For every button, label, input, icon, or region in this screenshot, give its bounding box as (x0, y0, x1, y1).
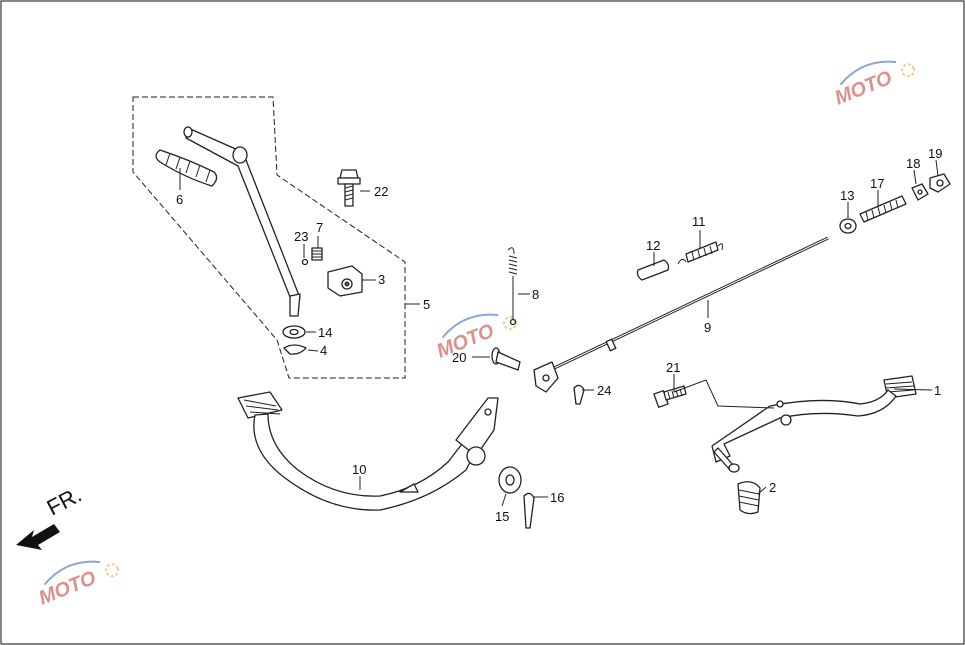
wing-nut (929, 173, 951, 193)
front-direction-indicator: FR. (16, 482, 86, 550)
callout-21: 21 (666, 360, 680, 375)
callout-8: 8 (532, 287, 539, 302)
rod-pin (636, 259, 670, 281)
callout-9: 9 (704, 320, 711, 335)
callout-1: 1 (934, 383, 941, 398)
joint-pin (491, 347, 521, 371)
adjusting-nut (839, 218, 857, 234)
front-direction-label: FR. (43, 482, 86, 521)
watermark-text: MOTO (36, 567, 100, 610)
flange-bolt (337, 169, 361, 207)
watermark-top-right: MOTO (832, 60, 916, 110)
stop-switch-spring (507, 247, 518, 326)
return-spring (677, 241, 723, 265)
rubber-grip (155, 149, 218, 187)
brake-arm-joint (911, 183, 929, 201)
callout-15: 15 (495, 509, 509, 524)
callout-22: 22 (374, 184, 388, 199)
callout-10: 10 (352, 462, 366, 477)
rod-spring (859, 195, 907, 223)
callout-23: 23 (294, 229, 308, 244)
circlip (283, 344, 307, 355)
callout-labels: 1 2 3 4 5 6 7 8 9 10 11 12 13 14 15 16 1… (176, 146, 942, 524)
leader-lines (179, 159, 939, 507)
callout-6: 6 (176, 192, 183, 207)
lever-clamp (327, 265, 363, 297)
watermark-text: MOTO (832, 67, 896, 110)
callout-7: 7 (316, 220, 323, 235)
small-spring (311, 247, 323, 261)
callout-3: 3 (378, 272, 385, 287)
callout-4: 4 (320, 343, 327, 358)
plain-washer-hole (505, 474, 515, 486)
watermark-bottom-left: MOTO (36, 560, 120, 610)
callout-16: 16 (550, 490, 564, 505)
callout-17: 17 (870, 176, 884, 191)
callout-20: 20 (452, 350, 466, 365)
gearshift-pedal (711, 375, 917, 473)
brake-rod (533, 236, 829, 393)
callout-5: 5 (423, 297, 430, 312)
callout-11: 11 (692, 214, 706, 229)
small-ball (301, 258, 309, 266)
cotter-pin (523, 492, 535, 529)
callout-24: 24 (597, 383, 611, 398)
callout-14: 14 (318, 325, 332, 340)
callout-19: 19 (928, 146, 942, 161)
watermark-center: MOTO (434, 313, 518, 363)
kick-lever-group-boundary (132, 96, 406, 379)
callout-18: 18 (906, 156, 920, 171)
callout-2: 2 (769, 480, 776, 495)
kick-starter-lever (183, 126, 301, 317)
callout-13: 13 (840, 188, 854, 203)
brake-pedal (237, 391, 499, 511)
cotter-pin-small (573, 384, 585, 405)
gearshift-rubber (737, 481, 761, 515)
front-arrow-icon (16, 524, 60, 550)
washer-hole (289, 328, 299, 336)
callout-12: 12 (646, 238, 660, 253)
